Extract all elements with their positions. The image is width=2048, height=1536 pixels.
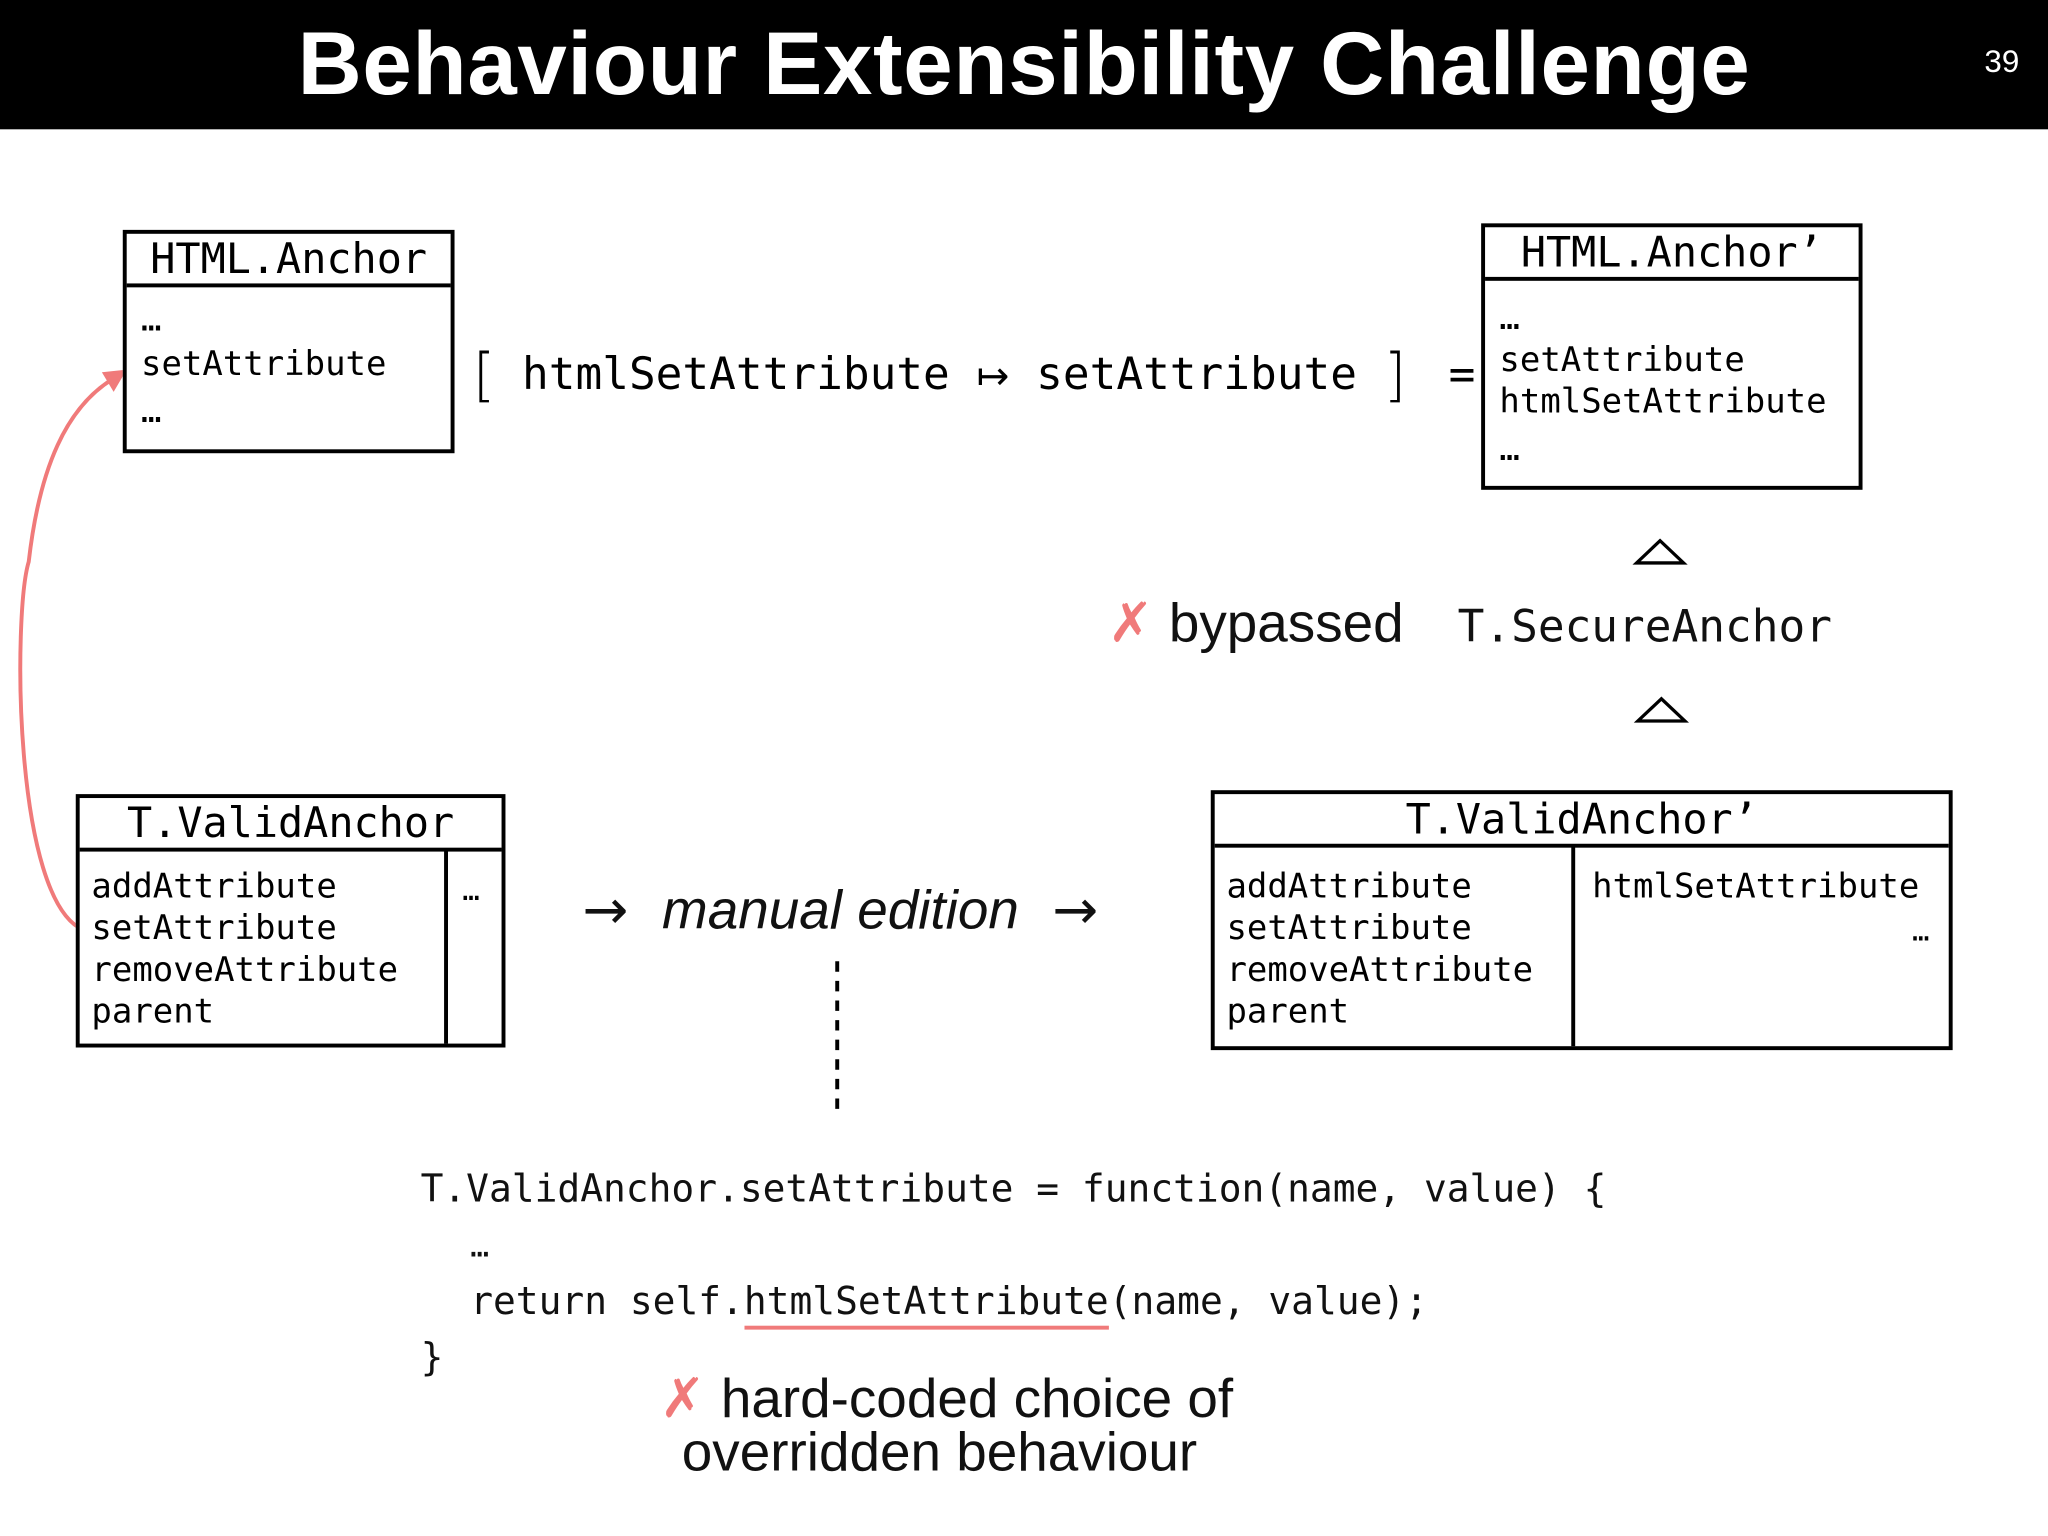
box-line: addAttribute [91, 867, 337, 907]
box-divider [444, 850, 448, 1044]
formula-rhs: setAttribute [1036, 348, 1357, 401]
box-title: T.ValidAnchor [79, 798, 502, 852]
valid-anchor-prime-box: T.ValidAnchor’ addAttribute setAttribute… [1210, 790, 1953, 1051]
box-line: addAttribute [1226, 867, 1472, 907]
bypassed-text: bypassed [1168, 591, 1404, 654]
code-line-2: … [470, 1227, 490, 1265]
box-line: parent [1226, 992, 1350, 1032]
box-line: setAttribute [141, 344, 387, 384]
box-line: htmlSetAttribute [1592, 867, 1920, 907]
formula-open-bracket: [ [472, 342, 496, 409]
title-bar: Behaviour Extensibility Challenge 39 [0, 0, 2048, 130]
override-curve-arrow [18, 374, 119, 932]
box-line: removeAttribute [1226, 950, 1534, 991]
arrow-right-icon: → [582, 877, 629, 942]
hard-coded-note-line-2: overridden behaviour [681, 1421, 1198, 1483]
box-line: … [141, 300, 162, 340]
bypassed-label: ✗ bypassed [1108, 590, 1404, 654]
manual-edition-text: manual edition [662, 879, 1019, 941]
arrow-right-icon: → [1052, 877, 1099, 942]
cross-mark-icon: ✗ [659, 1366, 706, 1431]
box-line: … [1499, 429, 1520, 469]
slide-number: 39 [1984, 44, 2020, 80]
override-formula: [ htmlSetAttribute ↦ setAttribute ] = [473, 337, 1476, 409]
html-anchor-box: HTML.Anchor … setAttribute … [122, 229, 455, 454]
formula-mapsto: ↦ [976, 353, 1010, 400]
formula-lhs: htmlSetAttribute [521, 348, 950, 401]
inheritance-triangle-lower [1633, 696, 1690, 723]
box-line: … [1499, 299, 1520, 339]
box-line: setAttribute [1499, 340, 1745, 381]
code-return: return self. [470, 1278, 744, 1324]
slide-title: Behaviour Extensibility Challenge [297, 14, 1751, 114]
hard-coded-note-line-1: ✗ hard-coded choice of [660, 1366, 1234, 1430]
box-title: HTML.Anchor’ [1485, 227, 1859, 281]
formula-equals: = [1448, 348, 1476, 401]
inheritance-triangle-upper [1632, 538, 1688, 565]
box-line: parent [91, 992, 215, 1032]
code-line-4: } [420, 1334, 444, 1380]
box-title: HTML.Anchor [126, 234, 451, 288]
valid-anchor-box: T.ValidAnchor addAttribute setAttribute … [75, 794, 506, 1048]
box-line: … [462, 875, 480, 908]
note-text-1: hard-coded choice of [720, 1367, 1234, 1429]
box-line: removeAttribute [91, 950, 399, 991]
manual-edition-label: → manual edition → [583, 878, 1099, 942]
override-arrowhead [101, 369, 127, 392]
box-title: T.ValidAnchor’ [1214, 794, 1949, 848]
code-line-1: T.ValidAnchor.setAttribute = function(na… [420, 1166, 1607, 1211]
box-line: htmlSetAttribute [1499, 382, 1827, 422]
cross-mark-icon: ✗ [1107, 590, 1154, 655]
box-divider [1571, 846, 1576, 1047]
secure-anchor-label: T.SecureAnchor [1457, 600, 1832, 654]
box-line: … [141, 391, 162, 432]
code-highlight: htmlSetAttribute [743, 1278, 1109, 1330]
box-line: setAttribute [91, 909, 337, 949]
html-anchor-prime-box: HTML.Anchor’ … setAttribute htmlSetAttri… [1481, 223, 1863, 490]
formula-close-bracket: ] [1383, 342, 1407, 409]
code-line-3: return self.htmlSetAttribute(name, value… [470, 1278, 1428, 1330]
box-line: … [1912, 915, 1930, 949]
code-args: (name, value); [1108, 1278, 1428, 1324]
box-line: setAttribute [1226, 909, 1472, 949]
